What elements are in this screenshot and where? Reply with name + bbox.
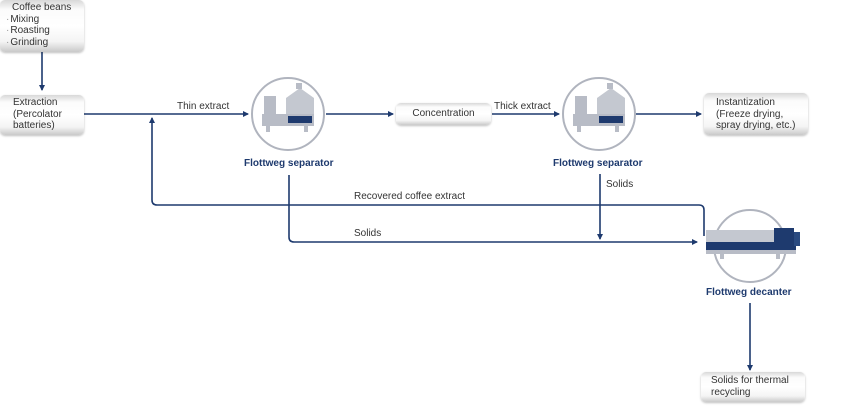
box-coffee-beans: Coffee beans Mixing Roasting Grinding	[0, 0, 84, 52]
box-solids-thermal-recycling: Solids for thermal recycling	[701, 372, 805, 402]
separator-2-label: Flottweg separator	[553, 158, 643, 169]
box-concentration: Concentration	[396, 103, 491, 125]
separator-icon	[251, 77, 325, 151]
flow-label-thin-extract: Thin extract	[177, 101, 230, 112]
box-coffee-beans-item: Mixing	[6, 14, 78, 26]
flow-label-solids-separator-1: Solids	[354, 228, 382, 239]
box-extraction-line: batteries)	[13, 120, 55, 131]
box-solids-thermal-line: Solids for thermal	[711, 375, 789, 386]
flow-label-recovered-extract: Recovered coffee extract	[354, 191, 465, 202]
box-instantization-line: spray drying, etc.)	[716, 120, 796, 131]
box-extraction-line: Extraction	[13, 97, 58, 108]
box-instantization-line: Instantization	[716, 97, 775, 108]
flow-label-thick-extract: Thick extract	[494, 101, 551, 112]
box-extraction-line: (Percolator	[13, 108, 62, 120]
decanter-label: Flottweg decanter	[706, 287, 792, 298]
box-extraction: Extraction (Percolator batteries)	[0, 95, 84, 135]
separator-1-label: Flottweg separator	[244, 158, 334, 169]
box-coffee-beans-item: Grinding	[6, 37, 78, 49]
box-solids-thermal-line: recycling	[711, 386, 751, 398]
arrow-recovered-extract	[149, 117, 705, 236]
separator-icon	[562, 77, 636, 151]
box-coffee-beans-item: Roasting	[6, 25, 78, 37]
box-concentration-label: Concentration	[412, 108, 475, 119]
box-instantization: Instantization (Freeze drying, spray dry…	[704, 93, 808, 135]
arrow-solids-separator-1	[288, 175, 698, 245]
decanter-icon	[706, 209, 800, 283]
flow-label-solids-separator-2: Solids	[606, 179, 634, 190]
box-instantization-line: (Freeze drying,	[716, 108, 784, 120]
box-coffee-beans-title: Coffee beans	[12, 2, 72, 13]
